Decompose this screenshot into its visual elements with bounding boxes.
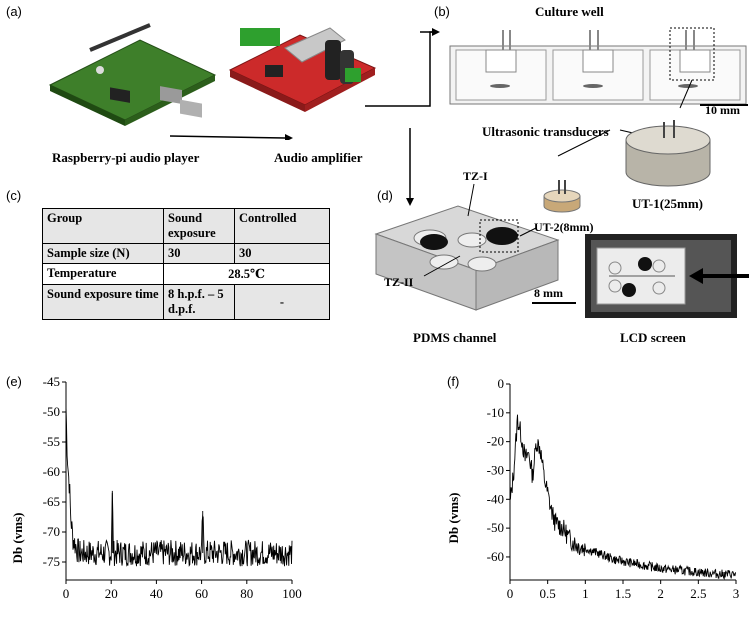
- raspberry-pi-board-icon: [48, 23, 217, 126]
- chart-e: -45 -50 -55 -60 -65 -70 -75 0 20 40 60 80 100 Db (vm…: [10, 374, 302, 601]
- ultrasonic-caption: Ultrasonic transducers: [482, 124, 609, 139]
- f-ytick-label: -10: [487, 405, 504, 420]
- f-ytick-label: -60: [487, 549, 504, 564]
- e-ytick-label: -75: [43, 554, 60, 569]
- f-ytick-label: 0: [498, 376, 505, 391]
- table-row: Temperature 28.5℃: [42, 263, 330, 285]
- tz1-label: TZ-I: [463, 169, 488, 183]
- table-row: Sound exposure time 8 h.p.f. – 5 d.p.f. …: [42, 284, 330, 320]
- table-cell: 30: [234, 243, 330, 264]
- panel-label-a: (a): [6, 4, 22, 19]
- f-ytick-label: -30: [487, 462, 504, 477]
- ut2-caption: UT-2(8mm): [534, 220, 594, 234]
- table-cell: Sound exposure time: [42, 284, 164, 320]
- f-ytick-label: -40: [487, 491, 504, 506]
- raspberry-caption: Raspberry-pi audio player: [52, 150, 200, 165]
- panel-label-e: (e): [6, 374, 22, 389]
- e-xtick-label: 80: [240, 586, 253, 601]
- audio-amplifier-board-icon: [228, 27, 377, 112]
- e-ytick-label: -50: [43, 404, 60, 419]
- e-ytick-label: -55: [43, 434, 60, 449]
- ut1-caption: UT-1(25mm): [632, 196, 704, 211]
- panel-label-c: (c): [6, 188, 22, 203]
- scale-bar-b: [700, 104, 748, 106]
- scale-bar-d: [532, 302, 576, 304]
- chart-f-ylabel: Db (vms): [446, 493, 461, 544]
- chart-f: 0 -10 -20 -30 -40 -50 -60 0 0.5 1 1.5 2 2.5 3 Db (vms…: [446, 376, 740, 601]
- e-ytick-label: -60: [43, 464, 60, 479]
- table-cell: 8 h.p.f. – 5 d.p.f.: [163, 284, 235, 320]
- scale-b-label: 10 mm: [705, 103, 740, 117]
- e-xtick-label: 100: [282, 586, 302, 601]
- e-ytick-label: -70: [43, 524, 60, 539]
- e-xtick-label: 0: [63, 586, 70, 601]
- panel-label-f: (f): [447, 374, 460, 389]
- arrow-to-culture-well-icon: [420, 28, 440, 36]
- ut2-transducer-icon: [543, 180, 581, 213]
- f-xtick-label: 0: [507, 586, 514, 601]
- tz1-pointer: [467, 183, 475, 217]
- arrow-to-pdms-icon: [406, 128, 414, 206]
- e-ytick-label: -65: [43, 494, 60, 509]
- table-row: Sample size (N) 30 30: [42, 243, 330, 264]
- chart-e-ylabel: Db (vms): [10, 513, 25, 564]
- amplifier-caption: Audio amplifier: [274, 150, 363, 165]
- pdms-caption: PDMS channel: [413, 330, 497, 345]
- lcd-caption: LCD screen: [620, 330, 686, 345]
- f-xtick-label: 1.5: [615, 586, 631, 601]
- f-xtick-label: 2: [657, 586, 664, 601]
- e-xtick-label: 60: [195, 586, 208, 601]
- hardware-illustration: [48, 23, 432, 140]
- lcd-screen-illustration: [585, 234, 749, 318]
- panel-label-b: (b): [434, 4, 450, 19]
- table-cell: Temperature: [42, 263, 164, 285]
- e-xtick-label: 20: [105, 586, 118, 601]
- table-cell: 28.5℃: [163, 263, 330, 285]
- f-ytick-label: -50: [487, 520, 504, 535]
- e-ytick-label: -45: [43, 374, 60, 389]
- table-header-cell: Group: [42, 208, 164, 244]
- table-cell: 30: [163, 243, 235, 264]
- table-header-cell: Controlled: [234, 208, 330, 244]
- f-xtick-label: 2.5: [690, 586, 706, 601]
- f-ytick-label: -20: [487, 434, 504, 449]
- ut2-pointer: [519, 227, 537, 237]
- panel-label-d: (d): [377, 188, 393, 203]
- chart-e-series-line: [65, 406, 293, 567]
- tz2-label: TZ-II: [384, 275, 414, 289]
- ut1-transducer-icon: [625, 120, 711, 187]
- f-xtick-label: 0.5: [540, 586, 556, 601]
- culture-well-illustration: [449, 27, 747, 109]
- group-table: Group Sound exposure Controlled Sample s…: [42, 208, 330, 320]
- table-header-cell: Sound exposure: [163, 208, 235, 244]
- f-xtick-label: 1: [582, 586, 589, 601]
- f-xtick-label: 3: [733, 586, 740, 601]
- e-xtick-label: 40: [150, 586, 163, 601]
- table-header-row: Group Sound exposure Controlled: [42, 208, 330, 244]
- scale-d-label: 8 mm: [534, 286, 563, 300]
- chart-f-series-line: [509, 414, 737, 580]
- table-cell: Sample size (N): [42, 243, 164, 264]
- tz2-pointer: [423, 255, 461, 277]
- table-cell: -: [234, 284, 330, 320]
- culture-well-caption: Culture well: [535, 4, 604, 19]
- pdms-channel-illustration: [374, 205, 560, 311]
